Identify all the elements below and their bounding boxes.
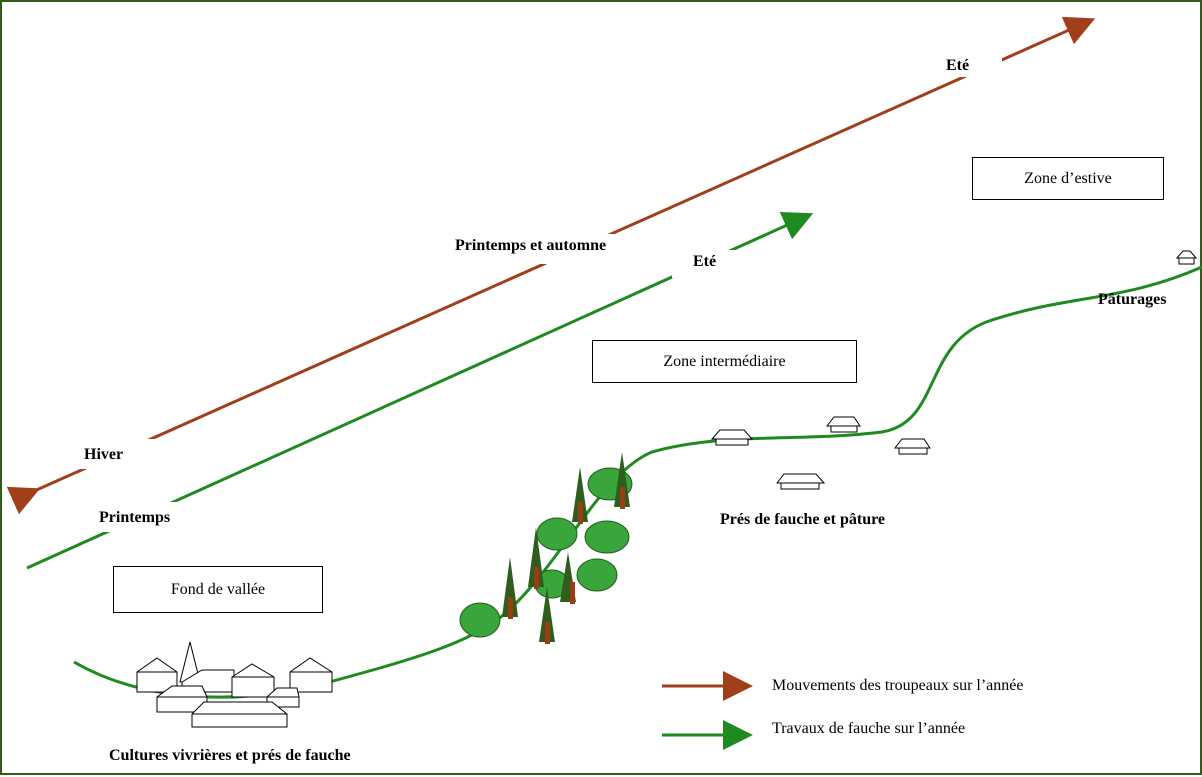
forest-trees <box>459 452 633 644</box>
label-pres-fauche: Prés de fauche et pâture <box>720 511 885 528</box>
village-houses <box>136 641 333 728</box>
herd-label-ete: Eté <box>946 57 970 74</box>
legend-herd-text: Mouvements des troupeaux sur l’année <box>772 677 1024 694</box>
intermediate-houses <box>710 250 1198 490</box>
zone-intermediate: Zone intermédiaire <box>592 340 857 383</box>
label-cultures: Cultures vivrières et prés de fauche <box>109 747 351 764</box>
mowing-label-printemps: Printemps <box>99 509 171 526</box>
legend-mowing-text: Travaux de fauche sur l’année <box>772 720 966 737</box>
herd-label-hiver: Hiver <box>84 446 124 463</box>
mowing-label-ete: Eté <box>693 253 717 270</box>
herd-label-printemps-automne: Printemps et automne <box>455 237 607 254</box>
zone-estive: Zone d’estive <box>972 157 1164 200</box>
zone-valley: Fond de vallée <box>113 566 323 613</box>
label-paturages: Pâturages <box>1098 291 1167 308</box>
terrain-profile <box>73 265 1202 699</box>
